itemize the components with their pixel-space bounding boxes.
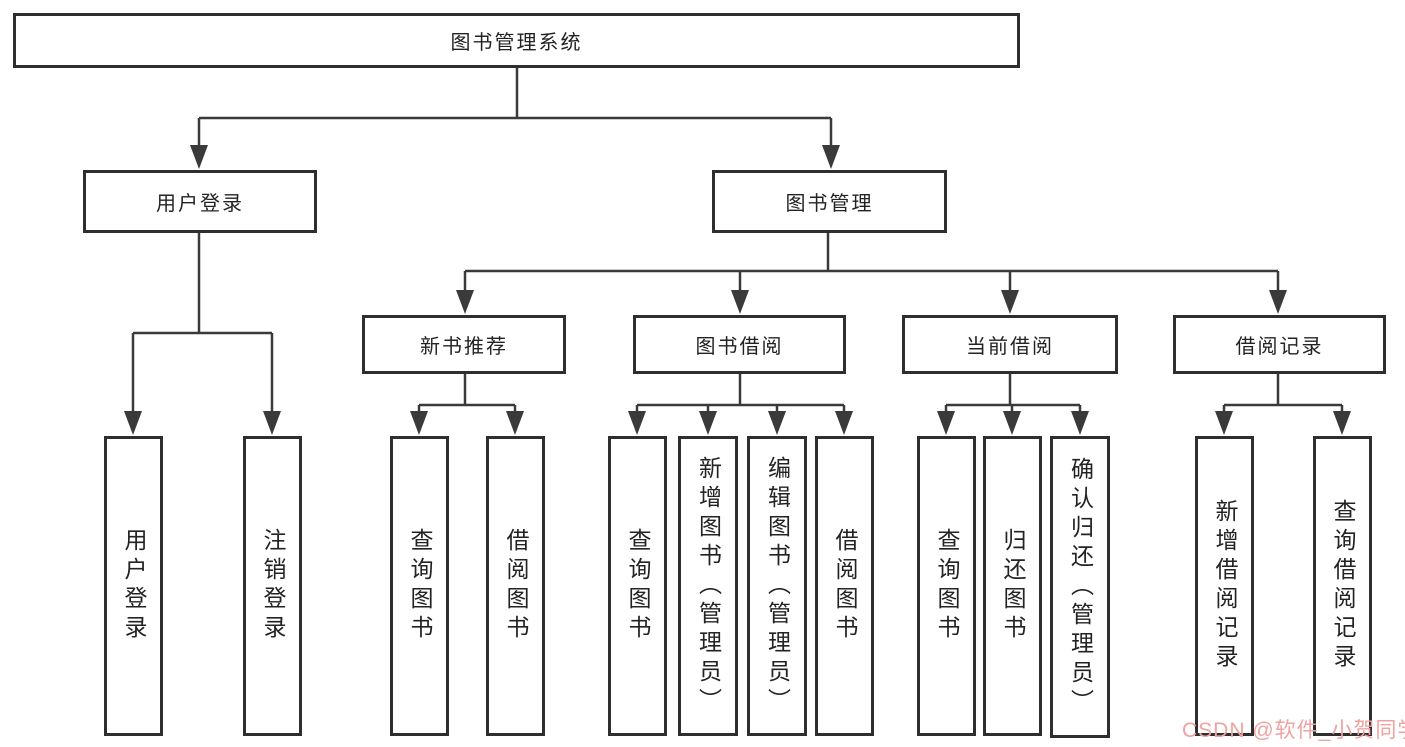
watermark: CSDN @软件_小贺同学	[1182, 719, 1405, 742]
arrowhead	[835, 411, 853, 435]
node-leaf-label: 注销登录	[260, 528, 286, 644]
arrowhead	[1215, 411, 1233, 435]
node-leaf-user-login: 用户登录	[104, 436, 163, 736]
node-leaf-confirm-return-admin: 确认归还（管理员）	[1050, 436, 1110, 738]
node-leaf-query-books-2: 查询图书	[608, 436, 667, 736]
node-new-book-recommend: 新书推荐	[362, 315, 566, 374]
arrowhead	[628, 411, 646, 435]
node-leaf-borrow-books-2: 借阅图书	[815, 436, 874, 736]
node-book-borrow-label: 图书借阅	[695, 336, 784, 358]
node-leaf-label: 确认归还（管理员）	[1067, 456, 1094, 718]
arrowhead	[731, 290, 749, 314]
arrowhead	[699, 411, 717, 435]
arrowhead	[768, 411, 786, 435]
node-borrow-records-label: 借阅记录	[1235, 336, 1324, 358]
arrowhead	[1269, 290, 1287, 314]
arrowhead	[1001, 290, 1019, 314]
node-leaf-label: 新增借阅记录	[1212, 499, 1238, 673]
node-current-borrow: 当前借阅	[902, 315, 1118, 374]
arrowhead	[190, 145, 208, 169]
connector-user-login	[131, 233, 274, 412]
node-new-book-recommend-label: 新书推荐	[420, 336, 508, 358]
node-leaf-label: 查询图书	[625, 528, 651, 644]
node-leaf-label: 编辑图书（管理员）	[764, 455, 791, 717]
arrowhead	[1333, 411, 1351, 435]
node-leaf-borrow-books-1: 借阅图书	[486, 436, 545, 736]
node-leaf-query-borrow-record: 查询借阅记录	[1313, 436, 1372, 736]
connector-book-borrow	[635, 374, 846, 413]
node-book-management-label: 图书管理	[785, 193, 874, 215]
node-leaf-label: 借阅图书	[503, 528, 529, 644]
node-leaf-logout: 注销登录	[243, 436, 302, 736]
node-leaf-query-books-3: 查询图书	[917, 436, 976, 736]
arrowhead	[456, 290, 474, 314]
node-root-label: 图书管理系统	[450, 32, 583, 54]
connector-root	[197, 68, 833, 146]
node-leaf-return-books: 归还图书	[983, 436, 1042, 736]
connector-borrow-records	[1222, 374, 1344, 413]
node-user-login: 用户登录	[83, 170, 317, 233]
arrowhead	[1003, 411, 1021, 435]
node-leaf-add-borrow-record: 新增借阅记录	[1195, 436, 1254, 736]
arrowhead	[822, 145, 840, 169]
node-leaf-label: 查询图书	[934, 528, 960, 644]
node-leaf-edit-books-admin: 编辑图书（管理员）	[747, 436, 807, 736]
node-leaf-label: 查询借阅记录	[1330, 499, 1356, 673]
connector-new-book-recommend	[417, 374, 517, 413]
node-root: 图书管理系统	[13, 13, 1020, 68]
node-leaf-label: 用户登录	[121, 528, 147, 644]
arrowhead	[937, 411, 955, 435]
connector-book-management	[463, 233, 1280, 291]
arrowhead	[124, 411, 142, 435]
arrowhead	[1071, 411, 1089, 435]
node-leaf-add-books-admin: 新增图书（管理员）	[678, 436, 738, 736]
node-leaf-label: 借阅图书	[832, 528, 858, 644]
arrowhead	[410, 411, 428, 435]
node-current-borrow-label: 当前借阅	[966, 336, 1054, 358]
node-leaf-query-books-1: 查询图书	[390, 436, 449, 736]
connector-current-borrow	[944, 374, 1082, 413]
arrowhead	[263, 411, 281, 435]
node-user-login-label: 用户登录	[156, 193, 244, 215]
node-leaf-label: 新增图书（管理员）	[695, 455, 722, 717]
arrowhead	[506, 411, 524, 435]
node-book-borrow: 图书借阅	[633, 315, 846, 374]
node-leaf-label: 归还图书	[1000, 528, 1026, 644]
node-borrow-records: 借阅记录	[1173, 315, 1386, 374]
node-leaf-label: 查询图书	[407, 528, 433, 644]
node-book-management: 图书管理	[712, 170, 947, 233]
